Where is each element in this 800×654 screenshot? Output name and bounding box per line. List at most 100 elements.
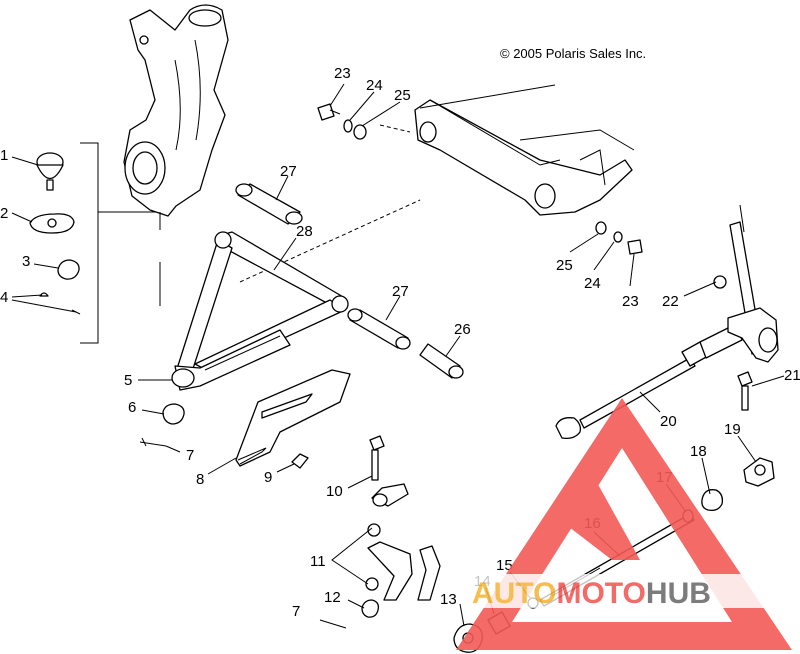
frame-pivot-mount-front (419, 121, 437, 143)
callout-9: 9 (264, 469, 272, 486)
steering-post-hub (758, 327, 778, 353)
bolt-21-shank (741, 385, 749, 411)
tie-rod-20-end-inner (555, 417, 582, 440)
a-arm-ball-joint-mount (171, 368, 195, 388)
watermark-triangle (456, 398, 792, 650)
knuckle-detail (174, 59, 181, 151)
tie-rod-assembly-20 (555, 323, 743, 440)
leader-7a (165, 445, 181, 453)
leader-1 (11, 156, 39, 166)
callout-8: 8 (196, 471, 204, 488)
callout-19: 19 (724, 421, 741, 438)
leader-21 (751, 375, 785, 387)
frame-crossbar-top (419, 84, 556, 109)
watermark-text-moto: MOTO (556, 577, 645, 610)
knuckle-mount-hole (139, 35, 149, 45)
callout-1: 1 (0, 147, 8, 164)
callout-13: 13 (440, 591, 457, 608)
ball-joint-body (36, 164, 64, 180)
watermark-inner-stroke (560, 470, 640, 560)
leader-6 (141, 409, 165, 415)
link-bushing-11-lower (365, 577, 379, 591)
a-arm-front-bushing (214, 231, 232, 249)
group-bracket (80, 142, 99, 344)
bushing-27-lower-end (347, 308, 363, 322)
callout-5: 5 (124, 372, 132, 389)
bushing-27-lower-end (395, 336, 411, 350)
callout-10: 10 (326, 483, 343, 500)
cotter-pin-7-lower (319, 619, 347, 629)
bolt-21 (737, 371, 753, 411)
callout-2: 2 (0, 205, 8, 222)
leader-4a (11, 294, 43, 298)
leader-23a (329, 83, 345, 107)
stabilizer-bar-arm (367, 541, 413, 601)
retainer-plate-hole (47, 218, 57, 228)
upper-fasteners (317, 103, 367, 140)
leader-8 (207, 457, 237, 475)
leader-lines (11, 83, 785, 627)
callout-27-upper: 27 (280, 163, 297, 180)
bushing-27-upper-end (285, 211, 303, 225)
callout-21: 21 (784, 367, 800, 384)
boot-18 (701, 489, 724, 512)
steering-post-top (739, 204, 745, 233)
nut-12 (361, 599, 380, 618)
leader-11 (331, 527, 373, 585)
callout-18: 18 (690, 443, 707, 460)
leader-25b (569, 233, 599, 253)
leader-3 (33, 263, 59, 269)
callout-23-right: 23 (622, 293, 639, 310)
a-arm-guard-lip (237, 447, 267, 465)
frame-edge (429, 99, 561, 166)
ball-joint-group (29, 142, 160, 344)
callout-7-upper: 7 (186, 447, 194, 464)
leader-13 (459, 603, 465, 627)
callout-23-upper: 23 (334, 65, 351, 82)
stabilizer-bar-end (417, 545, 441, 601)
callout-12: 12 (324, 589, 341, 606)
bolt-10-shank (371, 449, 379, 481)
ball-joint-stud (46, 179, 54, 191)
leader-26 (445, 335, 461, 357)
leader-28 (273, 237, 297, 271)
callout-26: 26 (454, 321, 471, 338)
nut-25-right (595, 221, 607, 235)
leader-4b (11, 299, 77, 313)
frame-pivot-mount-rear (534, 183, 556, 209)
leader-27b (385, 295, 401, 321)
a-arm-guard-logo (261, 393, 313, 419)
a-arm-guard (235, 369, 351, 467)
tie-rod-20-rod (579, 357, 696, 429)
leader-9 (276, 463, 295, 473)
tie-rod-end-19-eye (754, 464, 766, 476)
stabilizer-link (361, 483, 441, 618)
bolt-23-right (627, 239, 643, 255)
pivot-shaft-26-end (448, 365, 464, 379)
callout-25-upper: 25 (394, 87, 411, 104)
frame-bracket (579, 149, 606, 186)
callout-11: 11 (310, 553, 326, 570)
nut-25-upper (353, 124, 367, 140)
castle-nut-6 (162, 403, 185, 425)
steering-post (727, 204, 779, 363)
a-arm-front-tube (217, 231, 346, 311)
boot-cap (57, 259, 80, 280)
callout-15: 15 (496, 557, 513, 574)
knuckle-bearing-inner (132, 151, 158, 185)
washer-24-upper (343, 119, 353, 133)
callout-27-lower: 27 (392, 283, 409, 300)
knuckle-detail (194, 39, 201, 141)
right-fasteners (595, 221, 727, 289)
callout-4: 4 (0, 289, 8, 306)
frame-rail (414, 99, 633, 216)
frame-section (414, 84, 635, 216)
leader-19 (737, 435, 757, 463)
fastener-axis-line (379, 124, 411, 133)
callout-6: 6 (128, 399, 136, 416)
callout-28: 28 (296, 223, 313, 240)
watermark-text-hub: HUB (646, 577, 711, 610)
callout-7-lower: 7 (292, 603, 300, 620)
leader-27a (275, 175, 289, 201)
bolt-23-shank (329, 109, 341, 115)
